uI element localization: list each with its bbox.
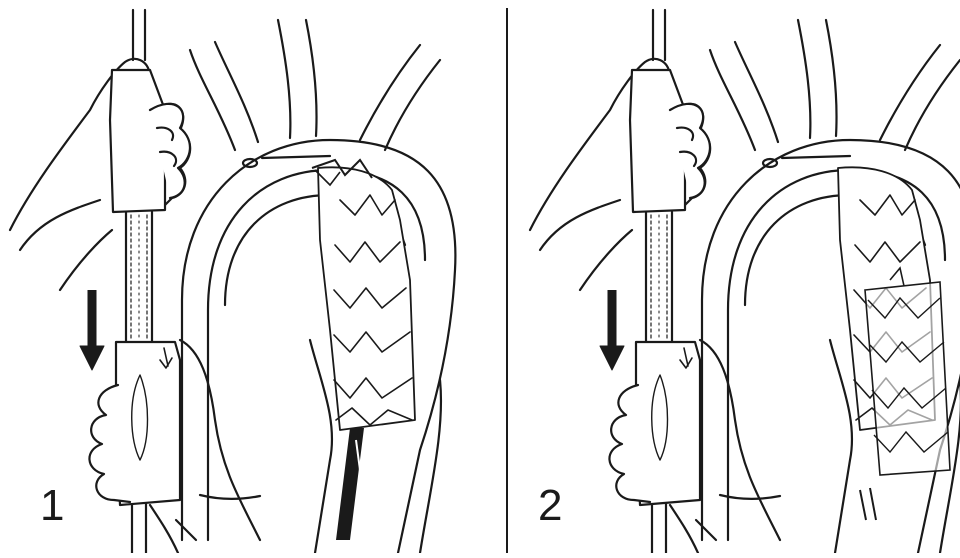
delivery-sheath bbox=[336, 428, 364, 540]
panel-1-drawing bbox=[10, 10, 455, 553]
panel-label-1: 1 bbox=[40, 481, 64, 530]
panel-label-2: 2 bbox=[538, 481, 562, 530]
panel-2-drawing bbox=[530, 10, 960, 553]
